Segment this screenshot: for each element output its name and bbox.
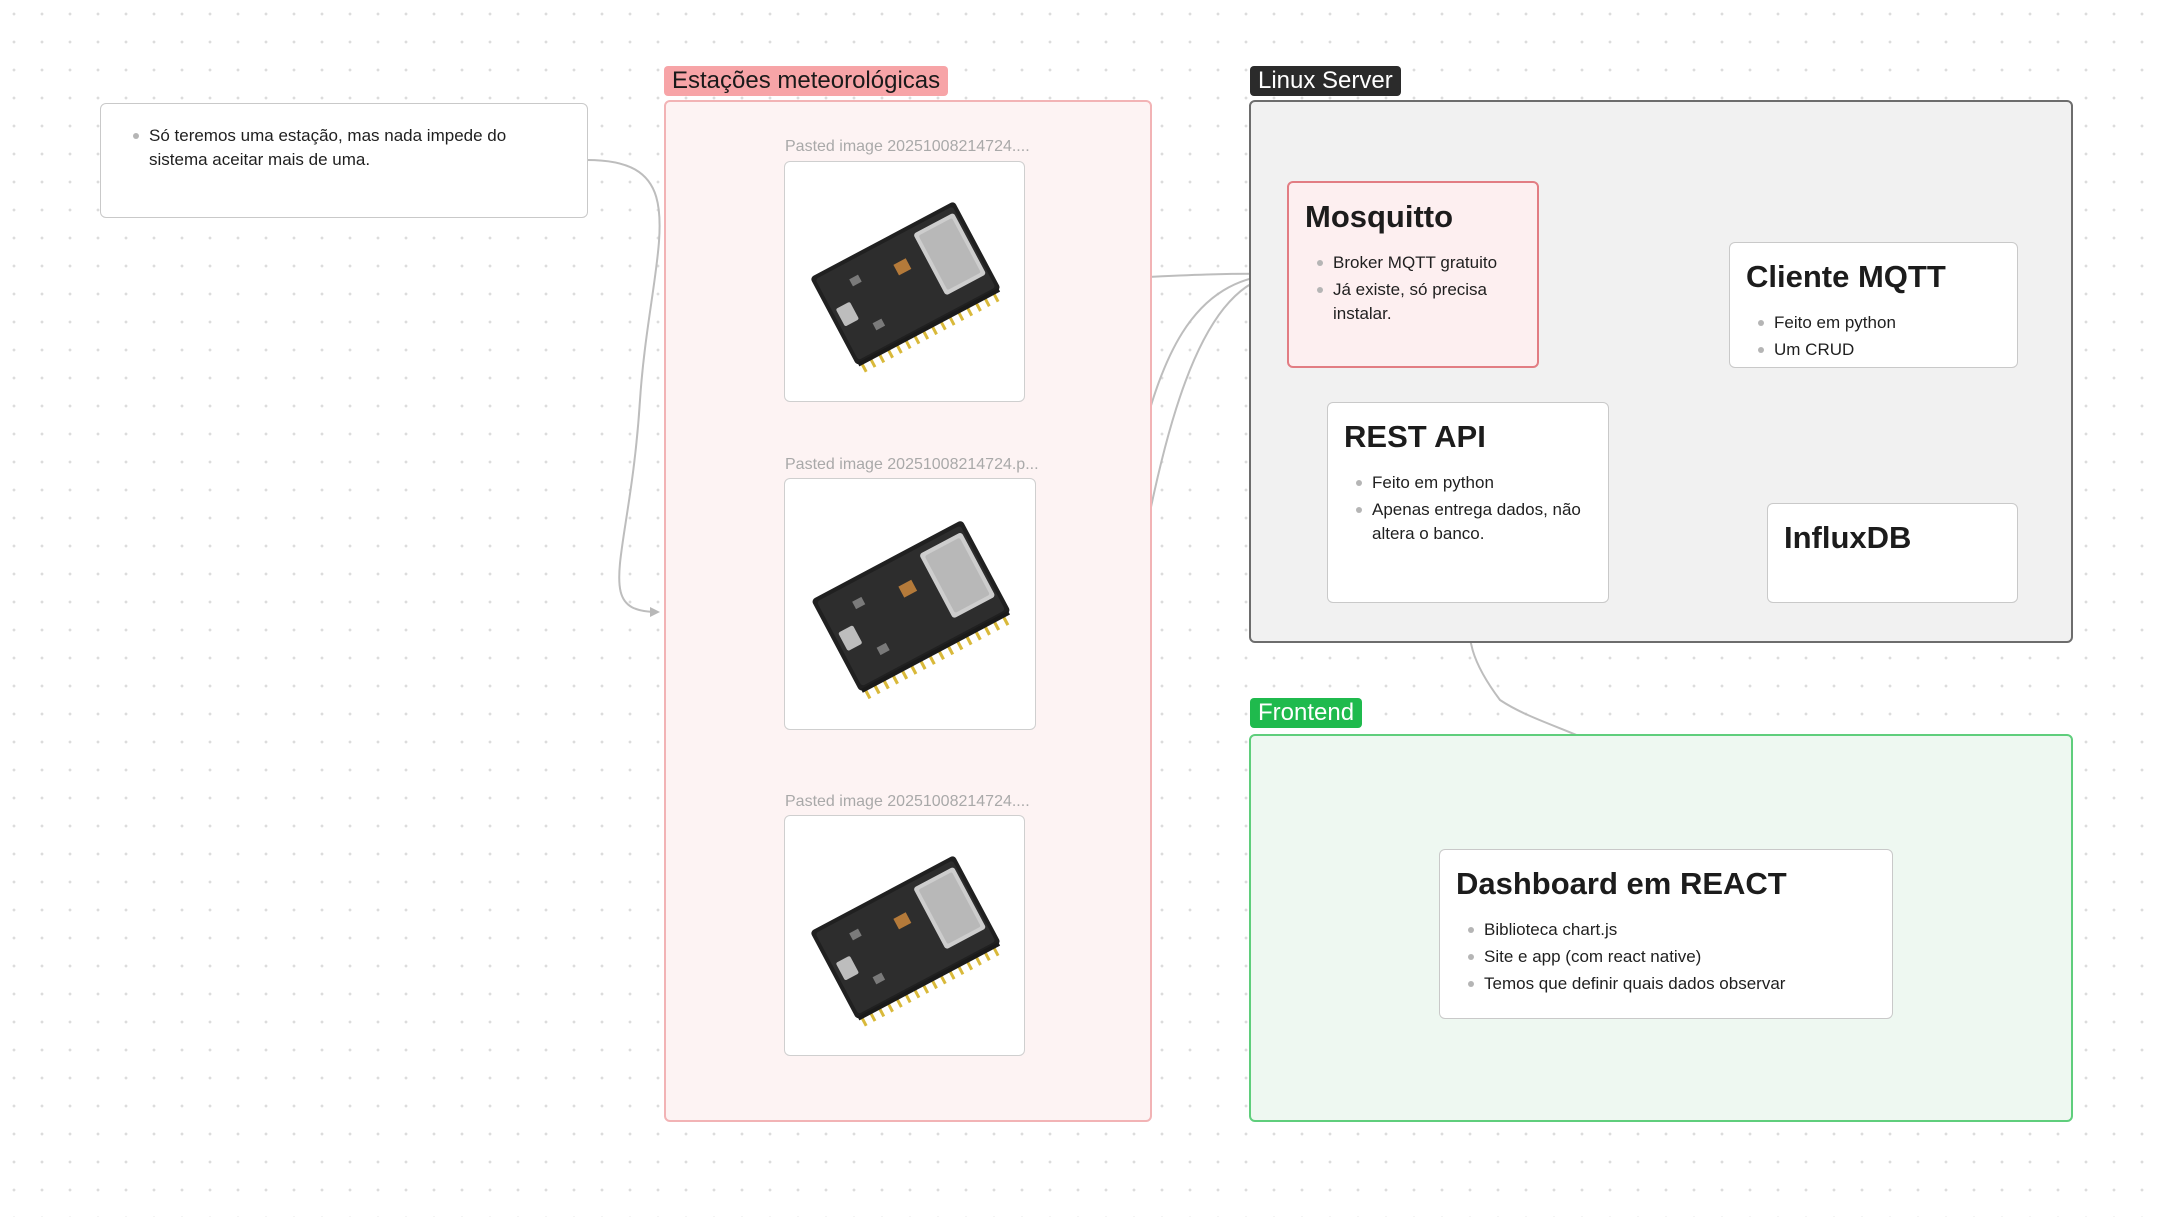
group-label-stations: Estações meteorológicas	[664, 66, 949, 96]
card-title: InfluxDB	[1784, 520, 1912, 555]
card-cliente-mqtt[interactable]: Cliente MQTT Feito em python Um CRUD	[1729, 242, 2018, 368]
list-item: Já existe, só precisa instalar.	[1317, 278, 1521, 326]
card-dashboard-react[interactable]: Dashboard em REACT Biblioteca chart.js S…	[1439, 849, 1893, 1019]
group-label-frontend: Frontend	[1250, 698, 1363, 728]
esp32-board-icon	[812, 521, 1010, 700]
esp32-board-icon	[811, 202, 1001, 373]
card-title: Dashboard em REACT	[1456, 866, 1787, 901]
list-item: Broker MQTT gratuito	[1317, 251, 1521, 275]
card-influxdb[interactable]: InfluxDB	[1767, 503, 2018, 603]
note-item: Só teremos uma estação, mas nada impede …	[133, 124, 563, 172]
card-title: Cliente MQTT	[1746, 259, 1946, 294]
card-list: Feito em python Apenas entrega dados, nã…	[1344, 471, 1592, 546]
list-item: Site e app (com react native)	[1468, 945, 1876, 969]
list-item: Feito em python	[1356, 471, 1592, 495]
image-caption: Pasted image 20251008214724....	[785, 793, 1030, 810]
note-card[interactable]: Só teremos uma estação, mas nada impede …	[100, 103, 588, 218]
card-list: Feito em python Um CRUD	[1746, 311, 2001, 362]
card-mosquitto[interactable]: Mosquitto Broker MQTT gratuito Já existe…	[1287, 181, 1539, 368]
image-embed[interactable]	[784, 815, 1025, 1056]
card-rest-api[interactable]: REST API Feito em python Apenas entrega …	[1327, 402, 1609, 603]
group-label-linux-server: Linux Server	[1250, 66, 1401, 96]
list-item: Feito em python	[1758, 311, 2001, 335]
list-item: Biblioteca chart.js	[1468, 918, 1876, 942]
image-caption: Pasted image 20251008214724....	[785, 138, 1030, 155]
list-item: Um CRUD	[1758, 338, 2001, 362]
edge-note-to-stations	[586, 159, 661, 617]
card-list: Broker MQTT gratuito Já existe, só preci…	[1305, 251, 1521, 326]
note-list: Só teremos uma estação, mas nada impede …	[121, 124, 563, 172]
esp32-board-icon	[811, 856, 1001, 1027]
list-item: Apenas entrega dados, não altera o banco…	[1356, 498, 1592, 546]
card-list: Biblioteca chart.js Site e app (com reac…	[1456, 918, 1876, 996]
list-item: Temos que definir quais dados observar	[1468, 972, 1876, 996]
card-title: REST API	[1344, 419, 1486, 454]
image-embed[interactable]	[784, 161, 1025, 402]
card-title: Mosquitto	[1305, 199, 1454, 234]
image-caption: Pasted image 20251008214724.p...	[785, 456, 1039, 473]
image-embed[interactable]	[784, 478, 1036, 730]
